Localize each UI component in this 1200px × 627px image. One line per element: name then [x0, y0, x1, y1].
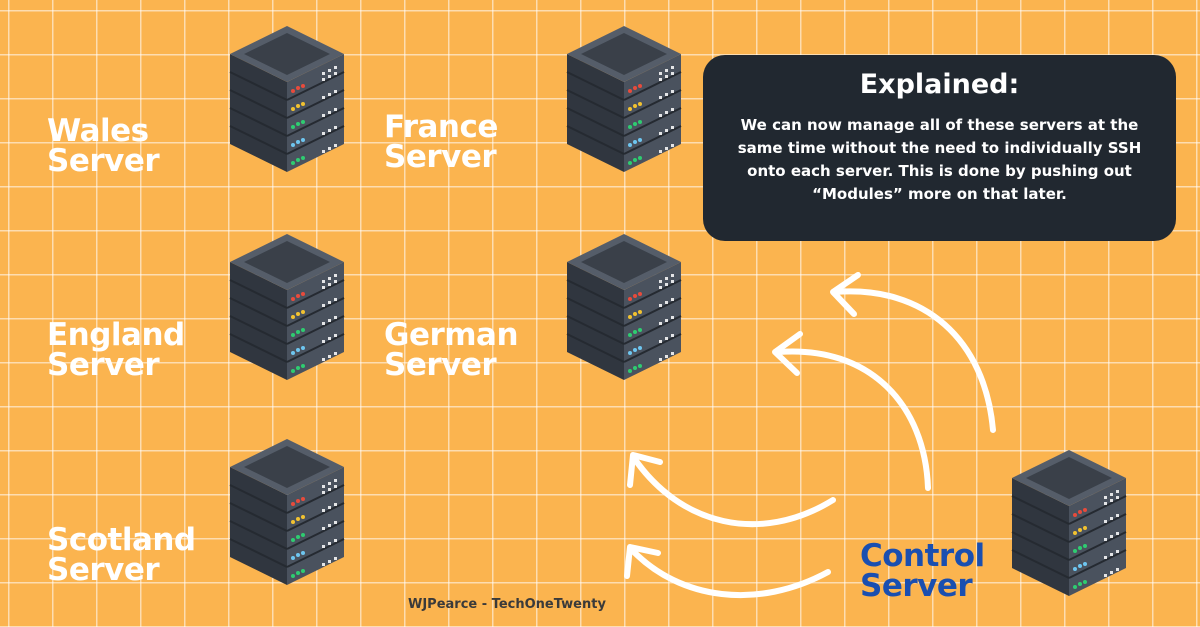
arrow-to-france [830, 272, 996, 433]
credit-text: WJPearce - TechOneTwenty [408, 597, 606, 612]
explanation-title: Explained: [859, 69, 1020, 100]
explanation-panel: Explained: We can now manage all of thes… [703, 55, 1176, 241]
arrow-to-german [772, 331, 931, 491]
arrow-to-scotland [624, 544, 831, 598]
explanation-body: We can now manage all of these servers a… [737, 116, 1142, 203]
arrow-to-england [627, 452, 836, 528]
